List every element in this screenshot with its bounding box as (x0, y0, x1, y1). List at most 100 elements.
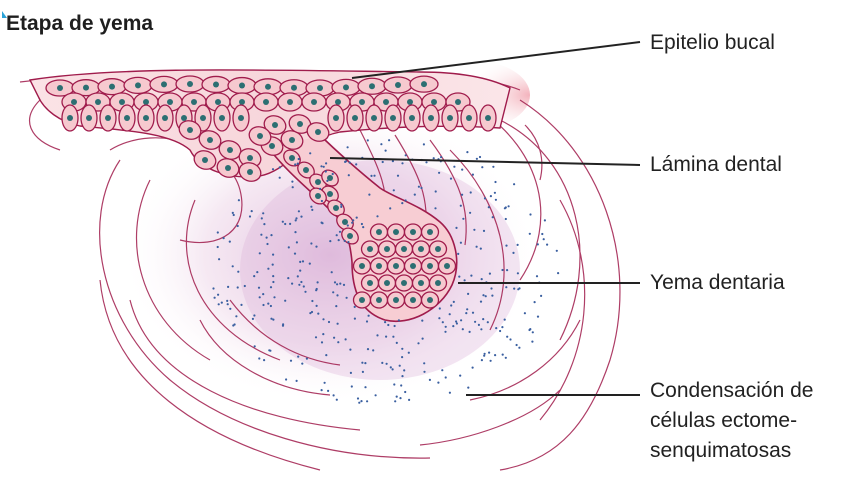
mesenchyme-dot (355, 163, 357, 165)
mesenchyme-dot (354, 318, 356, 320)
epithelial-cell (480, 105, 496, 131)
cell-nucleus (219, 115, 225, 121)
cell-nucleus (376, 263, 382, 269)
epithelial-cell (385, 105, 401, 131)
mesenchyme-dot (481, 278, 483, 280)
mesenchyme-dot (502, 354, 504, 356)
mesenchyme-dot (494, 354, 496, 356)
mesenchyme-dot (321, 222, 323, 224)
mesenchyme-dot (382, 161, 384, 163)
mesenchyme-dot (229, 308, 231, 310)
mesenchyme-dot (262, 212, 264, 214)
mesenchyme-dot (295, 219, 297, 221)
mesenchyme-dot (214, 297, 216, 299)
mesenchyme-dot (298, 284, 300, 286)
mesenchyme-dot (453, 301, 455, 303)
mesenchyme-dot (537, 243, 539, 245)
mesenchyme-dot (437, 382, 439, 384)
mesenchyme-dot (392, 368, 394, 370)
mesenchyme-dot (405, 154, 407, 156)
cell-nucleus (215, 99, 221, 105)
mesenchyme-dot (435, 190, 437, 192)
mesenchyme-dot (253, 275, 255, 277)
mesenchyme-dot (467, 387, 469, 389)
mesenchyme-dot (476, 246, 478, 248)
cell-nucleus (227, 147, 233, 153)
cell-nucleus (347, 233, 353, 239)
mesenchyme-dot (489, 273, 491, 275)
mesenchyme-dot (546, 244, 548, 246)
diagram-title: Etapa de yema (6, 12, 153, 36)
mesenchyme-dot (506, 336, 508, 338)
mesenchyme-dot (460, 205, 462, 207)
epithelial-cell (410, 76, 438, 92)
mesenchyme-dot (349, 349, 351, 351)
cell-nucleus (427, 263, 433, 269)
mesenchyme-dot (347, 146, 349, 148)
mesenchyme-dot (267, 303, 269, 305)
cell-nucleus (333, 115, 339, 121)
cell-nucleus (342, 219, 348, 225)
cell-nucleus (207, 137, 213, 143)
mesenchyme-dot (299, 270, 301, 272)
epithelial-cell (461, 105, 477, 131)
mesenchyme-dot (513, 288, 515, 290)
mesenchyme-dot (470, 275, 472, 277)
mesenchyme-dot (396, 396, 398, 398)
label-condensacion-line2: células ectome- (650, 408, 797, 434)
mesenchyme-dot (279, 166, 281, 168)
mesenchyme-dot (490, 195, 492, 197)
mesenchyme-dot (343, 284, 345, 286)
mesenchyme-dot (403, 369, 405, 371)
mesenchyme-dot (310, 242, 312, 244)
cell-nucleus (315, 129, 321, 135)
cell-nucleus (161, 81, 167, 87)
mesenchyme-dot (461, 169, 463, 171)
mesenchyme-dot (237, 286, 239, 288)
mesenchyme-dot (480, 328, 482, 330)
mesenchyme-dot (324, 382, 326, 384)
mesenchyme-dot (434, 207, 436, 209)
mesenchyme-dot (469, 212, 471, 214)
mesenchyme-dot (425, 161, 427, 163)
mesenchyme-dot (364, 386, 366, 388)
cell-nucleus (202, 157, 208, 163)
mesenchyme-dot (439, 307, 441, 309)
mesenchyme-dot (472, 174, 474, 176)
epithelial-cell (254, 93, 278, 111)
mesenchyme-dot (459, 375, 461, 377)
mesenchyme-dot (218, 258, 220, 260)
mesenchyme-dot (504, 319, 506, 321)
mesenchyme-dot (366, 320, 368, 322)
mesenchyme-dot (393, 189, 395, 191)
mesenchyme-dot (361, 362, 363, 364)
mesenchyme-dot (270, 234, 272, 236)
mesenchyme-dot (227, 303, 229, 305)
mesenchyme-dot (529, 213, 531, 215)
mesenchyme-dot (227, 286, 229, 288)
epithelial-cell (302, 93, 326, 111)
mesenchyme-dot (445, 376, 447, 378)
mesenchyme-dot (279, 177, 281, 179)
cell-nucleus (410, 229, 416, 235)
mesenchyme-dot (399, 397, 401, 399)
mesenchyme-dot (336, 294, 338, 296)
cell-nucleus (200, 115, 206, 121)
mesenchyme-dot (543, 238, 545, 240)
cell-nucleus (333, 205, 339, 211)
mesenchyme-dot (495, 199, 497, 201)
mesenchyme-dot (284, 300, 286, 302)
mesenchyme-dot (492, 166, 494, 168)
mesenchyme-dot (485, 295, 487, 297)
cell-nucleus (257, 133, 263, 139)
mesenchyme-dot (456, 322, 458, 324)
mesenchyme-dot (483, 230, 485, 232)
mesenchyme-dot (505, 206, 507, 208)
cell-nucleus (427, 297, 433, 303)
cell-nucleus (71, 99, 77, 105)
cell-nucleus (401, 280, 407, 286)
mesenchyme-dot (517, 272, 519, 274)
cell-nucleus (335, 99, 341, 105)
cell-nucleus (67, 115, 73, 121)
mesenchyme-dot (544, 219, 546, 221)
